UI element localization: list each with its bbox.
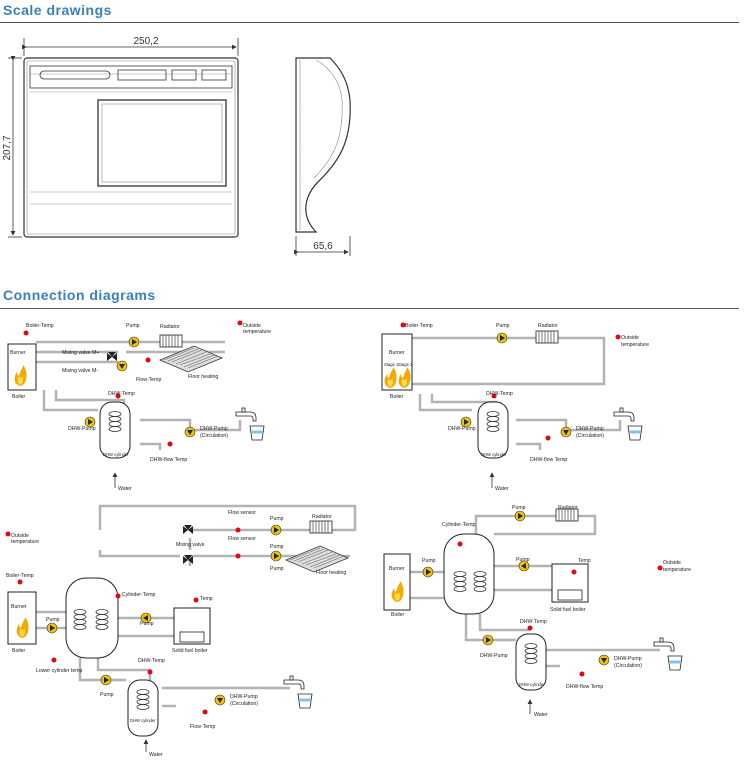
d1-outside-line2: temperature (243, 329, 271, 335)
d3-boiler-label: Boiler (12, 648, 26, 654)
diagram-2 (381, 322, 644, 488)
d3-outside-line1: Outside (11, 533, 29, 539)
d2-stage1-label: Stage 1 (384, 362, 399, 367)
d2-outside-line1: Outside (621, 335, 639, 341)
d1-dhw-pump-label: DHW-Pump (68, 426, 96, 432)
d4-pump-mid-label: Pump (516, 557, 530, 563)
d3-outside-line2: temperature (11, 539, 39, 545)
d1-outside-line1: Outside (243, 323, 261, 329)
d2-boiler-temp-label: Boiler-Temp (405, 323, 433, 329)
d3-flow-sensor-top-label: Flow sensor (228, 510, 256, 516)
d3-pump-second-label: Pump (270, 544, 284, 550)
d2-burner-label: Burner (389, 350, 405, 356)
d2-dhw-flow-temp-label: DHW-flow Temp (530, 457, 567, 463)
diagram-1 (7, 320, 266, 488)
side-view-drawing (294, 57, 351, 256)
d1-dhw-temp-label: DHW-Temp (108, 391, 135, 397)
d4-radiator-label: Radiator (558, 505, 578, 511)
d1-boiler-temp-label: Boiler-Temp (26, 323, 54, 329)
d2-stage2-label: Stage 2 (398, 362, 413, 367)
diagram-3 (5, 504, 357, 752)
d2-dhw-cylinder-label: DHW cylinder (481, 452, 507, 457)
scale-drawings-rule (0, 22, 739, 23)
d3-dhw-temp-label: DHW-Temp (138, 658, 165, 664)
d4-pump-left-label: Pump (422, 558, 436, 564)
d1-dhw-cylinder-label: DHW cylinder (103, 452, 129, 457)
connection-diagrams-rule (0, 308, 739, 309)
d3-temp-label: Temp (200, 596, 213, 602)
d3-dhw-circ-line2: (Circulation) (230, 701, 258, 707)
d2-water-label: Water (495, 486, 509, 492)
d4-outside-line1: Outside (663, 560, 681, 566)
d3-pump-top-label: Pump (270, 516, 284, 522)
d4-burner-label: Burner (389, 566, 405, 572)
front-view-drawing (8, 38, 239, 238)
d3-water-label: Water (149, 752, 163, 758)
d1-boiler-label: Boiler (12, 394, 26, 400)
d2-dhw-circ-line2: (Circulation) (576, 433, 604, 439)
depth-dimension-label: 65,6 (313, 241, 333, 252)
d4-dhw-pump-label: DHW-Pump (480, 653, 508, 659)
d3-pump-dhw-label: Pump (100, 692, 114, 698)
d4-temp-label: Temp (578, 558, 591, 564)
height-dimension-label: 207,7 (2, 135, 13, 160)
d3-mixing-valve-label: Mixing valve (176, 542, 205, 548)
d3-flow-sensor-bottom-label: Flow sensor (228, 536, 256, 542)
d4-cylinder-temp-label: Cylinder-Temp (442, 522, 476, 528)
d2-pump-label: Pump (496, 323, 510, 329)
d2-outside-line2: temperature (621, 342, 649, 348)
d4-solid-fuel-label: Solid fuel boiler (550, 607, 586, 613)
d1-burner-label: Burner (10, 350, 26, 356)
d4-boiler-label: Boiler (391, 612, 405, 618)
d1-floor-heating-label: Floor heating (188, 374, 218, 380)
d1-dhw-flow-temp-label: DHW-flow Temp (150, 457, 187, 463)
d1-water-label: Water (118, 486, 132, 492)
d4-dhw-circ-line1: DHW-Pump (614, 656, 642, 662)
d3-boiler-temp-label: Boiler-Temp (6, 573, 34, 579)
d3-dhw-cylinder-label: DHW cylinder (130, 718, 156, 723)
d3-burner-label: Burner (11, 604, 27, 610)
d1-dhw-circ-line1: DHW-Pump (200, 426, 228, 432)
d3-cylinder-temp-label: Cylinder-Temp (122, 592, 156, 598)
d4-dhw-temp-label: DHW-Temp (520, 619, 547, 625)
d1-dhw-circ-line2: (Circulation) (200, 433, 228, 439)
d2-radiator-label: Radiator (538, 323, 558, 329)
d3-pump-left-label: Pump (46, 617, 60, 623)
d3-radiator-label: Radiator (312, 514, 332, 520)
d2-dhw-circ-line1: DHW-Pump (576, 426, 604, 432)
d4-dhw-cylinder-label: DHW cylinder (519, 682, 545, 687)
d3-solid-fuel-label: Solid fuel boiler (172, 648, 208, 654)
d1-radiator-label: Radiator (160, 324, 180, 330)
d4-water-label: Water (534, 712, 548, 718)
d4-dhw-flow-temp-label: DHW-flow Temp (566, 684, 603, 690)
d1-flow-temp-label: Flow-Temp (136, 377, 161, 383)
d2-dhw-temp-label: DHW-Temp (486, 391, 513, 397)
buffer-cylinder (65, 577, 119, 659)
d3-pump-mid-label: Pump (140, 621, 154, 627)
d4-dhw-circ-line2: (Circulation) (614, 663, 642, 669)
d4-outside-line2: temperature (663, 567, 691, 573)
d3-lower-cylinder-label: Lower cylinder temp (36, 668, 83, 674)
outside-sensor (237, 320, 243, 326)
d4-pump-top-label: Pump (512, 505, 526, 511)
d1-mixing-minus-label: Mixing valve M- (62, 368, 98, 374)
width-dimension-label: 250,2 (133, 36, 158, 47)
dhw-cylinder (99, 401, 131, 459)
d3-flow-temp-label: Flow-Temp (190, 724, 215, 730)
d3-dhw-circ-line1: DHW-Pump (230, 694, 258, 700)
d1-pump-label: Pump (126, 323, 140, 329)
d3-pump-floor-label: Pump (270, 566, 284, 572)
d2-boiler-label: Boiler (390, 394, 404, 400)
connection-diagrams-heading: Connection diagrams (3, 287, 156, 303)
diagram-4 (383, 508, 684, 714)
d2-dhw-pump-label: DHW-Pump (448, 426, 476, 432)
d1-mixing-plus-label: Mixing valve M+ (62, 350, 99, 356)
boiler-temp-sensor (23, 330, 29, 336)
scale-drawings-heading: Scale drawings (3, 2, 112, 18)
d3-floor-heating-label: Floor heating (316, 570, 346, 576)
